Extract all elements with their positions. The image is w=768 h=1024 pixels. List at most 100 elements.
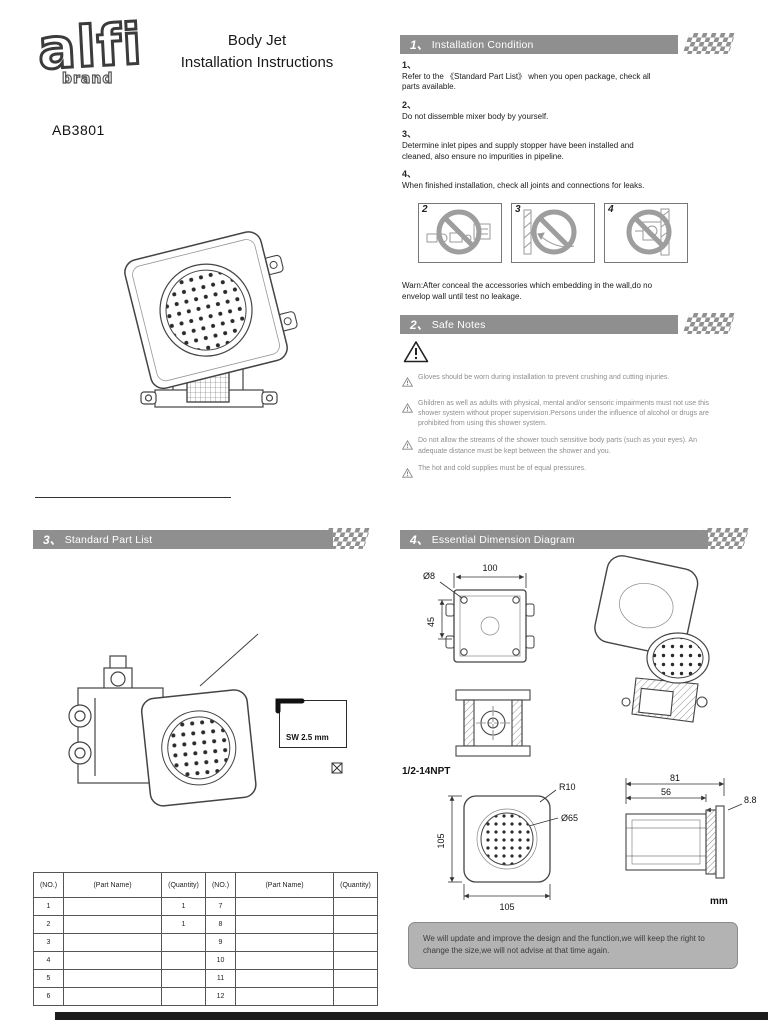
figure-number: 2 <box>422 204 428 215</box>
condition-item: 4、 When finished installation, check all… <box>402 167 654 191</box>
cell-no: 5 <box>33 969 64 988</box>
thread-spec-label: 1/2-14NPT <box>402 766 451 777</box>
warning-triangle-small-icon <box>401 373 418 392</box>
figure-number: 3 <box>515 204 521 215</box>
cell-quantity <box>333 897 378 916</box>
safe-note-text: Do not allow the streams of the shower t… <box>418 437 697 455</box>
hex-key-tool-box: SW 2.5 mm <box>275 698 347 748</box>
section2-checker-flag <box>682 313 736 334</box>
cell-no: 11 <box>205 969 236 988</box>
dim-label-105-left: 105 <box>436 833 446 848</box>
col-header-part-name: (Part Name) <box>63 872 162 898</box>
cell-quantity <box>333 969 378 988</box>
cell-quantity <box>161 933 206 952</box>
cell-part-name <box>235 969 334 988</box>
cell-part-name <box>63 951 162 970</box>
standard-part-list-table: (NO.) (Part Name) (Quantity) (NO.) (Part… <box>33 872 378 1006</box>
dimension-side-view: 81 56 8.8 <box>596 770 761 900</box>
table-row: 1 1 7 <box>33 897 378 916</box>
warning-triangle-small-icon <box>401 464 418 483</box>
col-header-quantity: (Quantity) <box>161 872 206 898</box>
cell-quantity <box>161 969 206 988</box>
installation-conditions-list: 1、 Refer to the 《Standard Part List》 whe… <box>402 58 654 196</box>
prohibition-sketch-parts <box>426 209 491 255</box>
dimension-section-view <box>438 682 553 772</box>
col-header-part-name: (Part Name) <box>235 872 334 898</box>
warning-triangle-icon <box>403 340 429 369</box>
section4-checker-flag <box>696 528 750 549</box>
page-bottom-edge <box>55 1012 768 1020</box>
cell-no: 10 <box>205 951 236 970</box>
cell-quantity <box>333 951 378 970</box>
condition-item-number: 2、 <box>402 99 417 110</box>
dim-label-105-bottom: 105 <box>499 902 514 912</box>
checkbox-mark-icon <box>331 761 343 779</box>
footer-divider-line <box>35 497 231 498</box>
dim-label-100: 100 <box>482 563 497 573</box>
cell-no: 6 <box>33 987 64 1006</box>
model-number: AB3801 <box>52 122 105 138</box>
condition-item-number: 4、 <box>402 168 417 179</box>
dim-label-hole: Ø8 <box>423 571 435 581</box>
figure-number: 4 <box>608 204 614 215</box>
section2-number: 2、 <box>410 318 429 332</box>
cell-part-name <box>235 987 334 1006</box>
hex-key-icon <box>275 698 305 714</box>
section1-number: 1、 <box>410 38 429 52</box>
col-header-no: (NO.) <box>205 872 236 898</box>
condition-item-number: 1、 <box>402 60 417 70</box>
dim-label-45: 45 <box>426 617 436 627</box>
col-header-no: (NO.) <box>33 872 64 898</box>
cell-no: 12 <box>205 987 236 1006</box>
warning-triangle-small-icon <box>401 436 418 456</box>
dim-label-56: 56 <box>661 787 671 797</box>
cell-part-name <box>63 915 162 934</box>
dim-label-81: 81 <box>670 773 680 783</box>
prohibition-figures: 2 3 <box>418 203 688 263</box>
cell-part-name <box>63 933 162 952</box>
cell-quantity <box>161 987 206 1006</box>
section3-number: 3、 <box>43 533 62 547</box>
prohibition-sketch-wall <box>523 209 577 255</box>
safe-note-text: Gloves should be worn during installatio… <box>418 374 670 381</box>
cell-part-name <box>63 897 162 916</box>
brand-logo: alfi brand <box>35 11 146 88</box>
condition-item: 2、 Do not dissemble mixer body by yourse… <box>402 98 654 122</box>
section3-title: Standard Part List <box>64 533 153 546</box>
dimension-front-view: 100 Ø8 45 <box>420 560 570 685</box>
prohibition-figure-3: 3 <box>511 203 595 263</box>
dim-label-8-8: 8.8 <box>744 795 757 805</box>
cell-quantity <box>333 987 378 1006</box>
part-list-diagram <box>50 628 275 848</box>
dim-label-face-dia: Ø65 <box>561 813 578 823</box>
condition-item-text: Do not dissemble mixer body by yourself. <box>402 111 549 121</box>
warning-triangle-small-icon <box>401 399 418 429</box>
section1-header: 1、 Installation Condition <box>400 35 678 54</box>
safe-note-text: Ghildren as well as adults with physical… <box>418 400 710 428</box>
condition-item: 3、 Determine inlet pipes and supply stop… <box>402 127 654 162</box>
col-header-quantity: (Quantity) <box>333 872 378 898</box>
cell-part-name <box>235 951 334 970</box>
table-header-row: (NO.) (Part Name) (Quantity) (NO.) (Part… <box>33 872 378 898</box>
table-row: 2 1 8 <box>33 915 378 934</box>
section1-title: Installation Condition <box>431 38 534 51</box>
document-title-line1: Body Jet <box>227 32 287 49</box>
safe-notes-list: Gloves should be worn during installatio… <box>401 373 724 490</box>
cell-part-name <box>63 987 162 1006</box>
condition-item-number: 3、 <box>402 129 417 140</box>
warning-note: Warn:After conceal the accessories which… <box>402 281 653 301</box>
cell-part-name <box>63 969 162 988</box>
cell-part-name <box>235 897 334 916</box>
table-row: 6 12 <box>33 987 378 1006</box>
cell-no: 3 <box>33 933 64 952</box>
cell-no: 1 <box>33 897 64 916</box>
product-isometric-drawing <box>95 222 315 442</box>
cell-quantity: 1 <box>161 897 206 916</box>
cell-quantity: 1 <box>161 915 206 934</box>
cell-no: 8 <box>205 915 236 934</box>
prohibition-circle-icon <box>531 209 577 255</box>
section4-title: Essential Dimension Diagram <box>431 533 575 546</box>
document-title-line2: Installation Instructions <box>180 53 334 71</box>
prohibition-sketch-mounted-part <box>626 208 672 256</box>
cell-quantity <box>333 933 378 952</box>
